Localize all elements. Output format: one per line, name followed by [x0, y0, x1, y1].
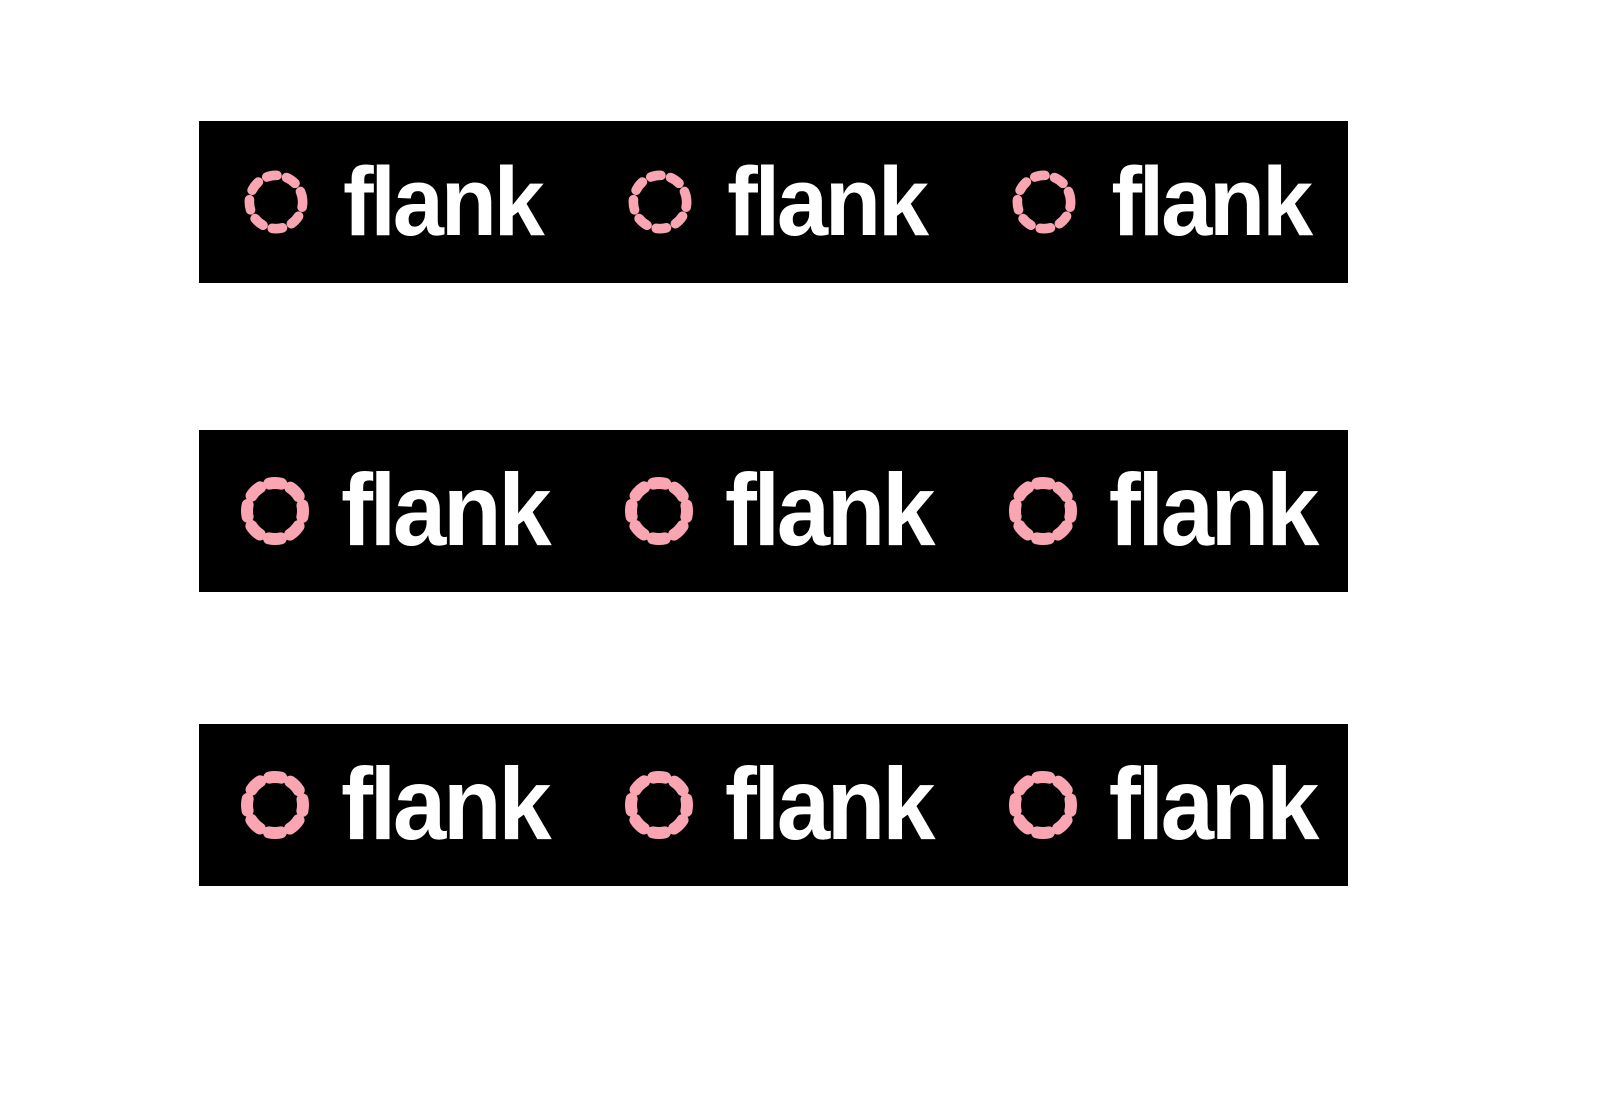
wordmark-text: flank — [341, 747, 552, 862]
dashed-circle-icon — [241, 477, 309, 545]
logo-bar-3: flank flank flank — [199, 724, 1348, 886]
logo-lockup: flank — [623, 147, 929, 257]
logo-lockup: flank — [239, 147, 545, 257]
wordmark-text: flank — [1108, 747, 1320, 862]
wordmark-text: flank — [343, 147, 545, 257]
wordmark-text: flank — [341, 453, 552, 568]
logo-lockup: flank — [235, 453, 552, 568]
logo-lockup: flank — [619, 453, 936, 568]
logo-lockup: flank — [235, 747, 552, 862]
wordmark-text: flank — [724, 453, 936, 568]
dashed-circle-icon — [1012, 170, 1076, 234]
dashed-circle-icon — [1008, 771, 1077, 839]
dashed-circle-icon — [241, 771, 309, 839]
dashed-circle-icon — [624, 477, 693, 545]
logo-lockup: flank — [1003, 747, 1320, 862]
logo-bar-2: flank flank flank — [199, 430, 1348, 592]
wordmark-text: flank — [724, 747, 936, 862]
wordmark-text: flank — [727, 147, 929, 257]
logo-lockup: flank — [619, 747, 936, 862]
wordmark-text: flank — [1108, 453, 1320, 568]
logo-lockup: flank — [1003, 453, 1320, 568]
dashed-circle-icon — [628, 170, 692, 234]
dashed-circle-icon — [244, 170, 308, 234]
logo-bar-1: flank flank flank — [199, 121, 1348, 283]
wordmark-text: flank — [1111, 147, 1313, 257]
dashed-circle-icon — [1008, 477, 1077, 545]
logo-lockup: flank — [1007, 147, 1313, 257]
dashed-circle-icon — [624, 771, 693, 839]
